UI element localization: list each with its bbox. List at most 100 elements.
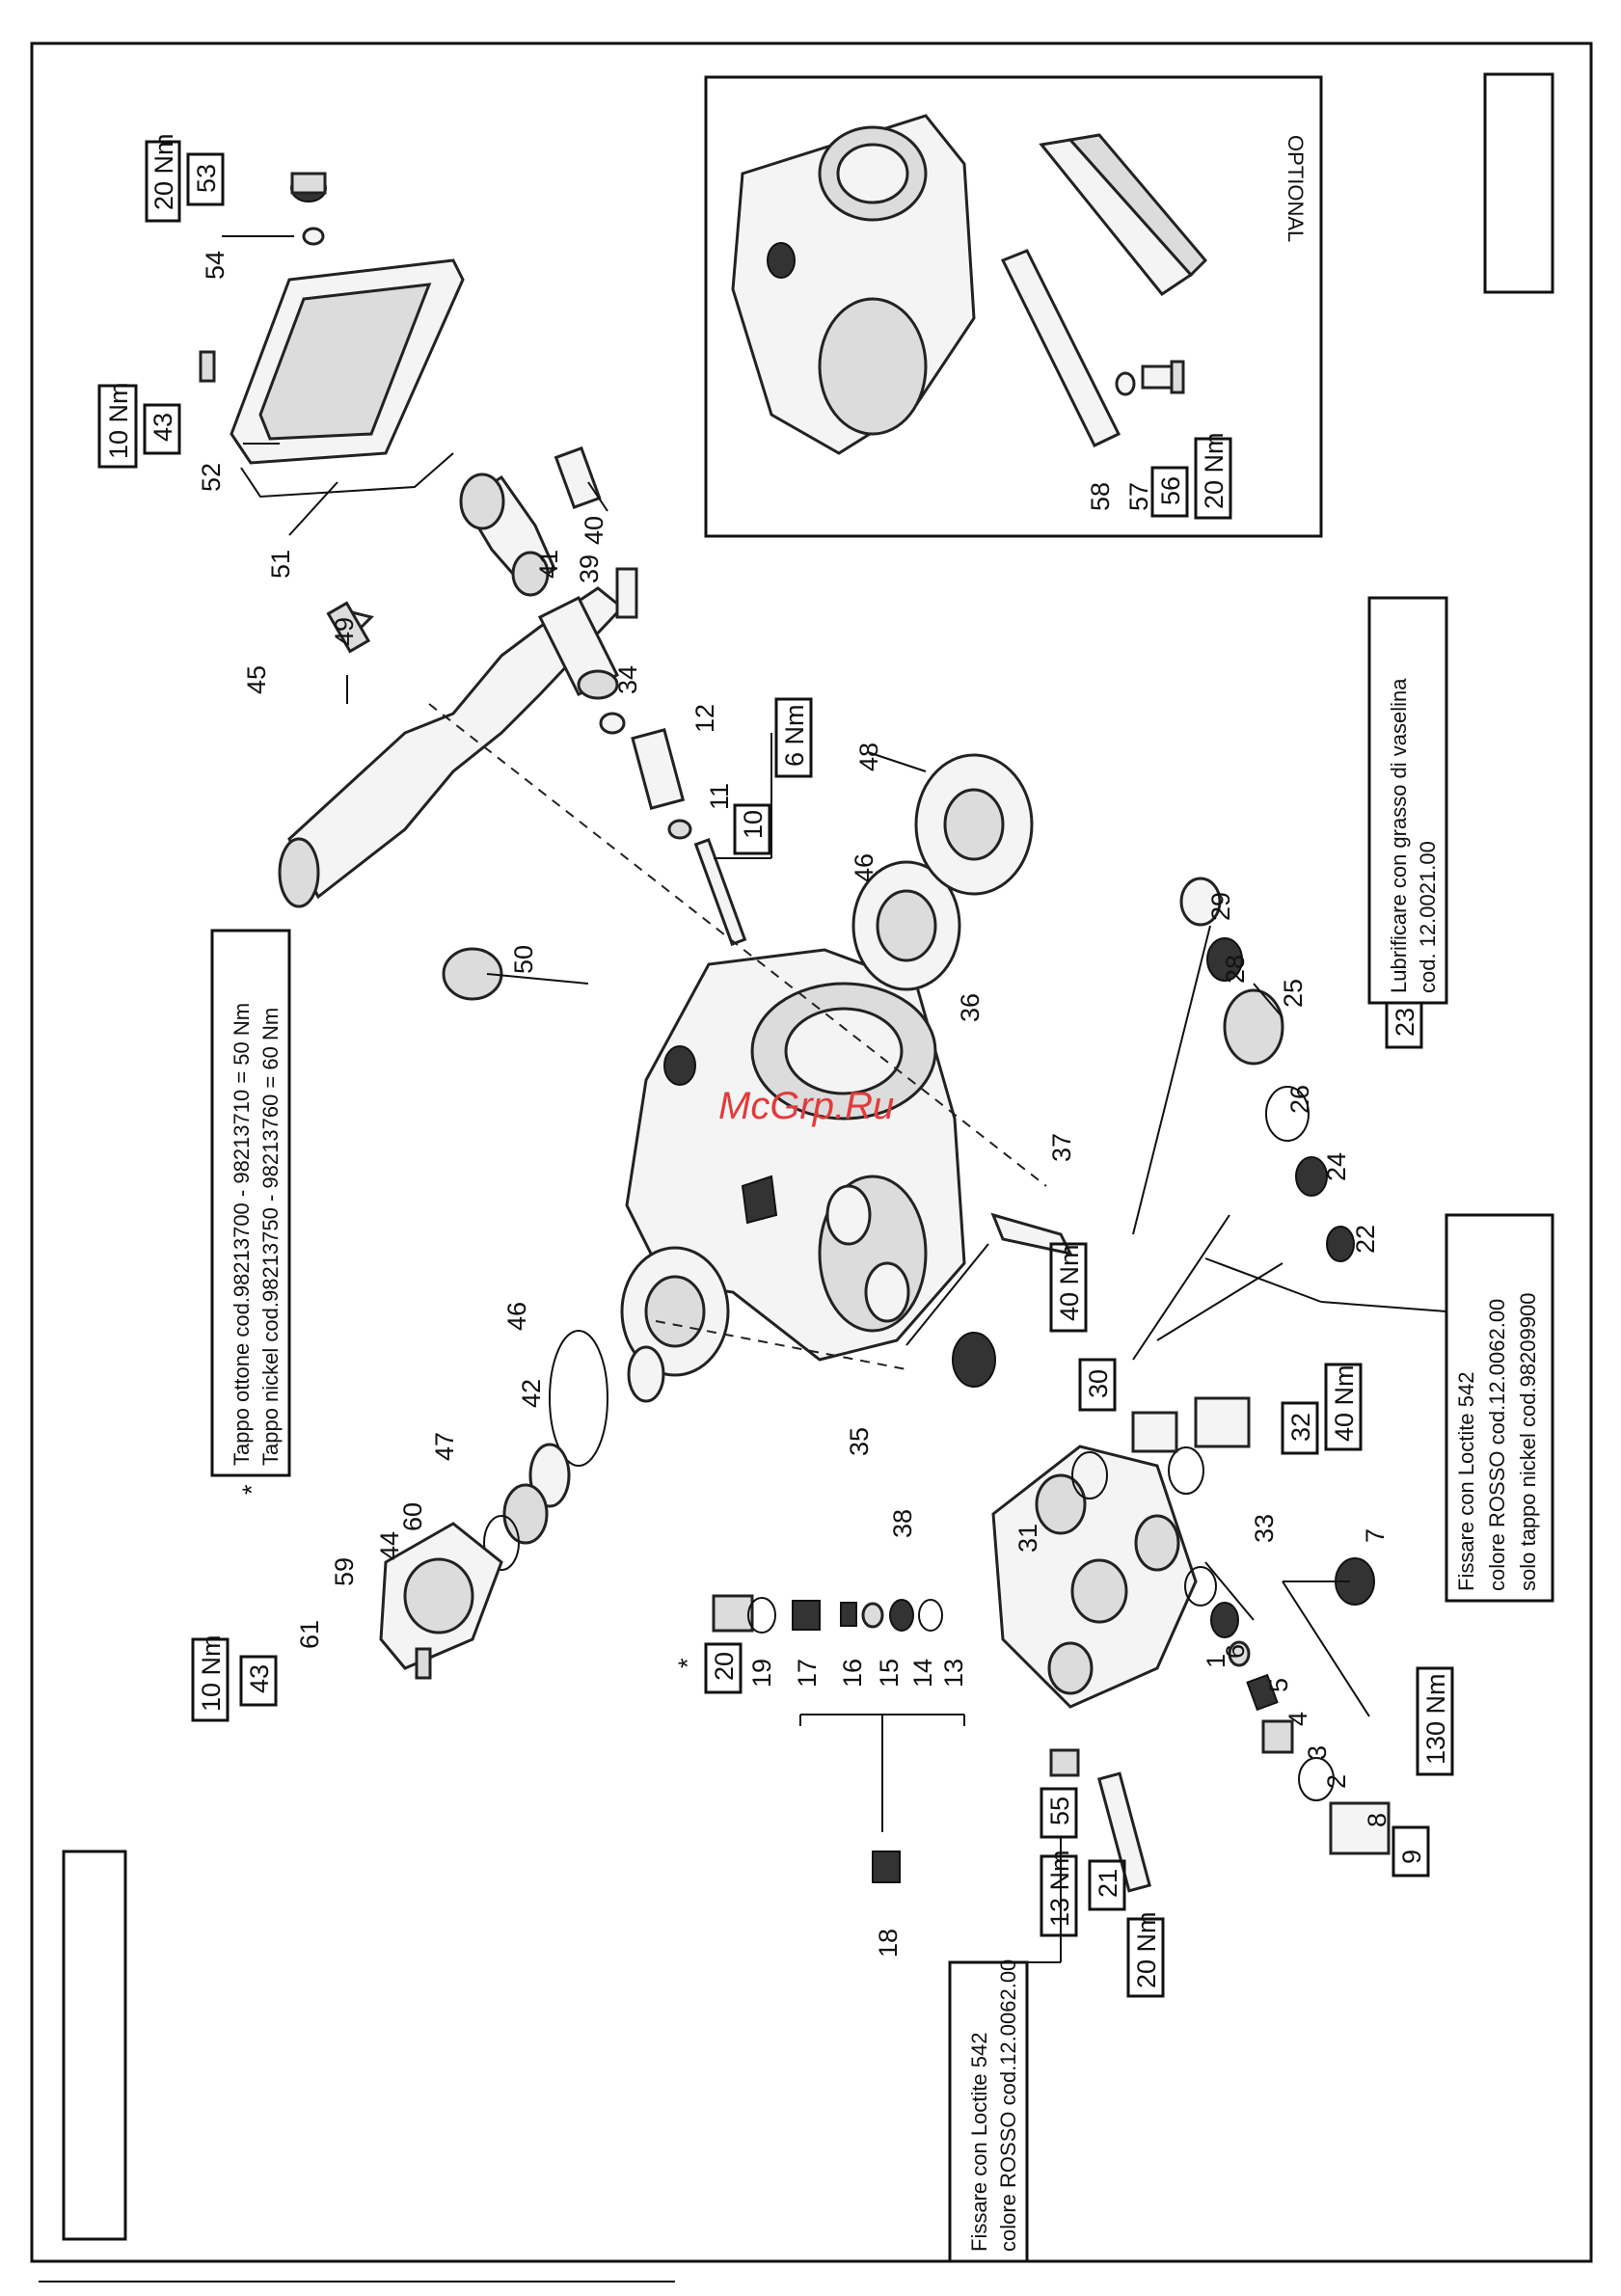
- label-25: 25: [1279, 979, 1308, 1008]
- label-38: 38: [888, 1509, 917, 1538]
- svg-text:20 Nm: 20 Nm: [1132, 1911, 1161, 1988]
- seal-24: [1295, 1156, 1328, 1197]
- seal-28: [1206, 937, 1243, 982]
- manifold-head-1: [991, 1445, 1198, 1709]
- svg-text:55: 55: [1045, 1796, 1074, 1825]
- svg-text:9: 9: [1397, 1850, 1426, 1864]
- oring-19: [747, 1597, 776, 1634]
- valve-assembly-18: [872, 1850, 901, 1883]
- label-18: 18: [874, 1929, 903, 1958]
- oring-31: [1071, 1451, 1108, 1499]
- label-46-right: 46: [850, 853, 878, 882]
- pin-40: [554, 446, 602, 510]
- optional-screw-56: [1141, 360, 1185, 394]
- label-47: 47: [430, 1432, 459, 1461]
- oring-6: [1184, 1566, 1217, 1607]
- bearing-48: [914, 753, 1034, 896]
- rear-cover-52: [230, 258, 465, 465]
- torque-55: 55 13 Nm: [1040, 1787, 1078, 1937]
- svg-text:10: 10: [739, 810, 768, 839]
- note-fissare-left: Fissare con Loctite 542 colore ROSSO cod…: [948, 1837, 1062, 2263]
- label-15: 15: [875, 1659, 904, 1688]
- bearing-44: [502, 1483, 549, 1545]
- svg-text:6 Nm: 6 Nm: [780, 704, 809, 767]
- optional-mounting-brackets: [1000, 133, 1208, 447]
- svg-text:Tappo nickel cod.98213750 - 98: Tappo nickel cod.98213750 - 98213760 = 6…: [258, 1008, 283, 1466]
- label-52: 52: [197, 463, 226, 492]
- label-51: 51: [266, 550, 295, 579]
- svg-text:*: *: [673, 1658, 702, 1668]
- torque-30: 30 40 Nm: [1049, 1242, 1117, 1412]
- svg-text:10 Nm: 10 Nm: [104, 382, 133, 459]
- plug-32: [1194, 1396, 1251, 1448]
- valve-cage-2: [1261, 1719, 1294, 1754]
- oring-26: [1265, 1086, 1310, 1142]
- label-46-left: 46: [502, 1302, 531, 1331]
- sleeve-12: [631, 728, 686, 810]
- optional-pump-housing: [731, 114, 976, 455]
- label-28: 28: [1221, 955, 1250, 984]
- svg-text:colore ROSSO cod.12.0062.00: colore ROSSO cod.12.0062.00: [1485, 1299, 1509, 1591]
- label-5: 5: [1264, 1678, 1293, 1692]
- pump-casing-36: [625, 948, 966, 1362]
- label-37: 37: [1047, 1133, 1076, 1162]
- svg-text:10 Nm: 10 Nm: [197, 1634, 226, 1712]
- svg-text:23: 23: [1391, 1008, 1419, 1037]
- screw-43-top: [199, 350, 216, 383]
- label-40: 40: [580, 516, 608, 545]
- torque-32: 32 40 Nm: [1281, 1363, 1363, 1455]
- leader-lines: [222, 235, 1447, 1832]
- svg-text:30: 30: [1084, 1369, 1113, 1398]
- label-49: 49: [330, 617, 359, 646]
- screw-21: [1097, 1771, 1151, 1893]
- plug-55: [1049, 1748, 1080, 1777]
- label-29: 29: [1206, 892, 1235, 921]
- svg-text:43: 43: [149, 413, 177, 442]
- valve-15: [861, 1602, 884, 1629]
- label-16: 16: [838, 1659, 867, 1688]
- label-31: 31: [1013, 1524, 1042, 1553]
- bearing-46-left: [620, 1246, 730, 1377]
- label-44: 44: [375, 1531, 404, 1560]
- svg-text:20 Nm: 20 Nm: [1200, 432, 1229, 509]
- torque-9: 9 130 Nm: [1391, 1666, 1454, 1877]
- spring-16: [840, 1602, 857, 1627]
- oring-11: [667, 819, 692, 840]
- oring-59: [483, 1515, 520, 1571]
- label-11: 11: [705, 783, 734, 810]
- svg-text:53: 53: [192, 164, 221, 193]
- plug-53: [290, 172, 327, 203]
- svg-text:Tappo ottone cod.98213700 - 98: Tappo ottone cod.98213700 - 98213710 = 5…: [230, 1003, 254, 1466]
- label-57: 57: [1124, 482, 1153, 511]
- oring-47: [549, 1330, 608, 1467]
- torque-43-front: 10 Nm 43: [191, 1634, 278, 1722]
- svg-text:*: *: [237, 1484, 266, 1495]
- washer-54: [302, 227, 325, 246]
- label-39: 39: [575, 554, 604, 583]
- label-14: 14: [908, 1659, 937, 1688]
- part-labels: 54 52 51 40 41 49 45 39 34 12 11 48 46 5…: [197, 251, 1391, 1958]
- label-4: 4: [1283, 1712, 1312, 1726]
- label-59: 59: [330, 1557, 359, 1586]
- svg-text:32: 32: [1286, 1413, 1315, 1442]
- label-35: 35: [845, 1427, 874, 1456]
- box-23: 23: [1385, 1001, 1423, 1049]
- label-50: 50: [509, 945, 538, 974]
- label-45: 45: [242, 665, 271, 694]
- label-36: 36: [956, 993, 985, 1022]
- svg-text:56: 56: [1156, 476, 1185, 505]
- washer-34: [599, 712, 626, 735]
- svg-text:40 Nm: 40 Nm: [1055, 1244, 1084, 1321]
- label-22: 22: [1351, 1225, 1380, 1254]
- plug-20: [712, 1594, 754, 1633]
- crankshaft-45: [278, 567, 638, 908]
- gasket-51: [240, 452, 454, 499]
- note-lubrificare: Lubrificare con grasso di vaselina cod. …: [1367, 596, 1448, 1005]
- watermark: McGrp.Ru: [718, 1085, 894, 1127]
- note-tappo: Tappo ottone cod.98213700 - 98213710 = 5…: [210, 929, 291, 1495]
- optional-washer-57: [1115, 371, 1136, 396]
- valve-cage-17: [792, 1600, 821, 1631]
- label-13: 13: [939, 1659, 968, 1688]
- circlip-42: [627, 1345, 665, 1403]
